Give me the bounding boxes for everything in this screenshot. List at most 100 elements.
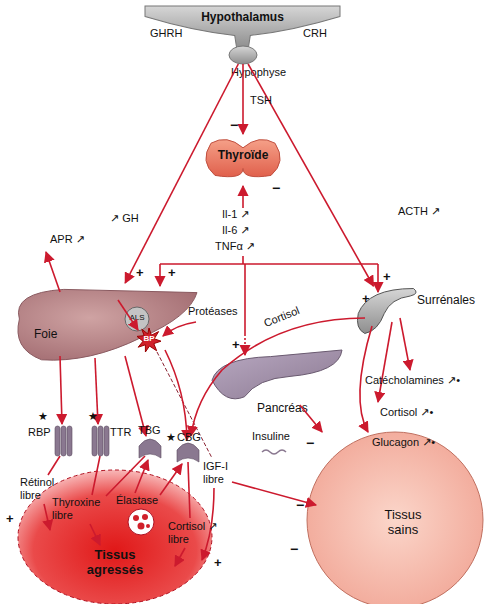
thyroid-shape: Thyroïde (203, 134, 283, 180)
hormone-name: Cortisol (262, 304, 302, 330)
rbp-symbol (55, 426, 60, 456)
pancreas-shape: Pancréas (212, 350, 342, 405)
hormone-arrow (248, 64, 373, 286)
hormone-arrow (242, 64, 244, 134)
cytokine-bus (160, 256, 378, 264)
cortisol-arrow (191, 318, 365, 436)
sign-plus: + (362, 292, 370, 305)
node-text: Foie (34, 328, 57, 342)
sign-minus: − (230, 118, 238, 132)
hormone-arrow (300, 405, 322, 432)
liver-arrow (60, 356, 62, 424)
sign-plus: + (232, 338, 240, 351)
node-outline-path (212, 350, 342, 399)
edge-label: ↗ GH (110, 212, 139, 225)
rbp-symbol (61, 426, 66, 456)
elastase-arrow (135, 460, 148, 493)
node-outline-path (357, 289, 416, 334)
release-arrow (175, 548, 185, 566)
cytokine-name: Il-6 ↗ (222, 224, 250, 237)
node-text: Hypothalamus (145, 11, 340, 25)
hormone-arrow (378, 322, 392, 402)
free-hormone: Thyroxine libre (52, 496, 112, 522)
edge-label: ACTH ↗ (398, 205, 440, 218)
granule (138, 523, 145, 530)
pituitary-shape: Hypophyse (229, 46, 257, 64)
protein-name: TBG (138, 424, 161, 437)
star-mark: ★ (88, 410, 98, 423)
hormone-name: Cortisol ↗• (380, 406, 433, 419)
cytokine-arrow (377, 264, 379, 292)
release-line (92, 456, 145, 496)
healthy-tissue: Tissus sains (307, 432, 483, 604)
node-outline-path (125, 307, 149, 331)
ttr-symbol (92, 426, 97, 456)
protease-arrow (163, 322, 196, 336)
liver-shape: Foie (12, 283, 197, 363)
node-outline (212, 350, 342, 405)
cbg-symbol (177, 443, 199, 462)
rbp-symbol (67, 426, 72, 456)
hormone-arrow (400, 318, 410, 370)
free-hormone: IGF-I libre (203, 460, 243, 486)
star-mark: ★ (166, 431, 176, 444)
star-mark: ★ (38, 410, 48, 423)
ttr-symbol (104, 426, 109, 456)
tbg-symbol (139, 439, 161, 458)
cytokine-arrow (159, 264, 161, 286)
igf-line (157, 352, 212, 458)
release-arrow (90, 524, 100, 545)
sign-minus: − (296, 498, 304, 512)
protein-name: TTR (110, 426, 131, 439)
sign-minus: − (290, 542, 298, 556)
node-outline-path (18, 289, 197, 360)
granule (146, 524, 150, 528)
cytokine-name: TNFα ↗ (215, 240, 255, 253)
enzyme-name: Élastase (116, 494, 158, 507)
node-outline-path (145, 6, 340, 48)
release-arrow (44, 504, 50, 530)
enzyme-name: Protéases (188, 305, 238, 318)
cytokine-arrow (244, 338, 246, 355)
hormone-name: GHRH (150, 27, 182, 40)
node-outline-path (307, 432, 483, 604)
insulin-symbol (262, 450, 286, 454)
sign-plus: + (214, 556, 222, 569)
protein-name: APR ↗ (50, 233, 85, 246)
cytokine-arrow (242, 186, 244, 208)
protein-name: RBP (28, 426, 51, 439)
ttr-symbol (98, 426, 103, 456)
node-outline (229, 46, 257, 64)
granule (133, 515, 139, 521)
sign-plus: + (6, 512, 14, 525)
cytokine-name: Il-1 ↗ (222, 208, 250, 221)
neutrophil-cell (128, 509, 154, 535)
hormone-name: Catécholamines ↗• (365, 374, 460, 387)
node-text: ALS (125, 313, 149, 322)
sign-minus: − (306, 436, 314, 450)
edge-label: TSH (250, 94, 272, 107)
node-outline-path (137, 328, 161, 352)
node-text: Tissus agressés (75, 548, 155, 578)
free-hormone: Cortisol ↗ libre (168, 520, 222, 546)
granule (142, 514, 148, 520)
sign-plus: + (168, 266, 176, 279)
node-text: Pancréas (257, 402, 308, 416)
edge-label: Insuline (252, 430, 290, 443)
sign-plus: + (383, 270, 391, 283)
node-text: BP (137, 334, 161, 343)
hormone-name: Glucagon ↗• (372, 436, 435, 449)
release-line (188, 462, 190, 518)
node-outline-path (229, 46, 257, 64)
sign-minus: − (272, 181, 280, 195)
apr-arrow (46, 252, 60, 292)
hormone-name: CRH (303, 27, 327, 40)
bp-star: BP (137, 328, 161, 352)
release-line (48, 456, 60, 475)
cytokine-line (244, 264, 246, 336)
liver-arrow (165, 350, 187, 440)
als-circle: ALS (125, 307, 149, 331)
